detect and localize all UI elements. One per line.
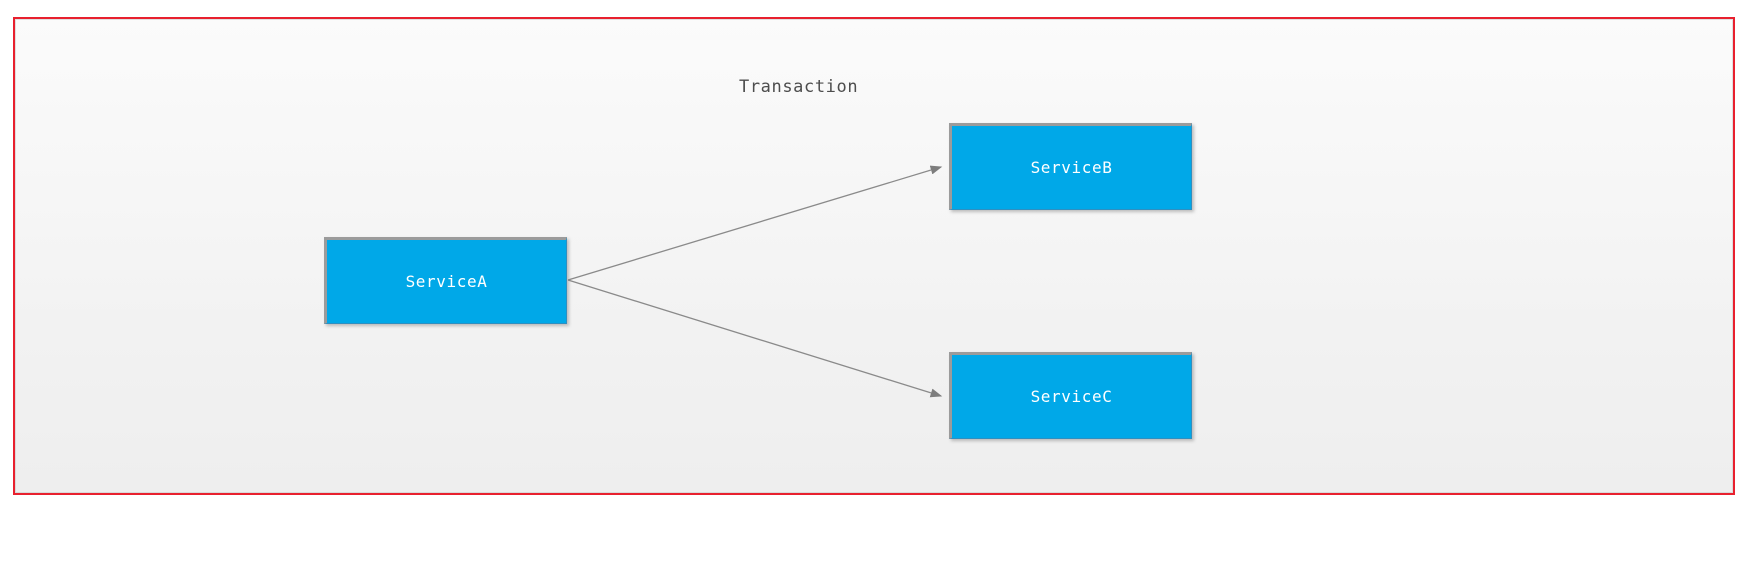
node-servicea-label: ServiceA (405, 272, 488, 291)
node-serviceb[interactable]: ServiceB (949, 123, 1192, 210)
diagram-inner-edge (15, 19, 1733, 493)
edge-servicea-serviceb (567, 165, 943, 281)
node-servicea[interactable]: ServiceA (324, 237, 567, 324)
node-serviceb-label: ServiceB (1030, 158, 1113, 177)
node-servicec-label: ServiceC (1030, 387, 1113, 406)
edge-layer (567, 165, 943, 398)
node-servicec[interactable]: ServiceC (949, 352, 1192, 439)
diagram-title: Transaction (739, 77, 859, 97)
edge-servicea-servicec (567, 279, 943, 398)
diagram-frame: Transaction ServiceA ServiceB ServiceC (13, 17, 1735, 495)
